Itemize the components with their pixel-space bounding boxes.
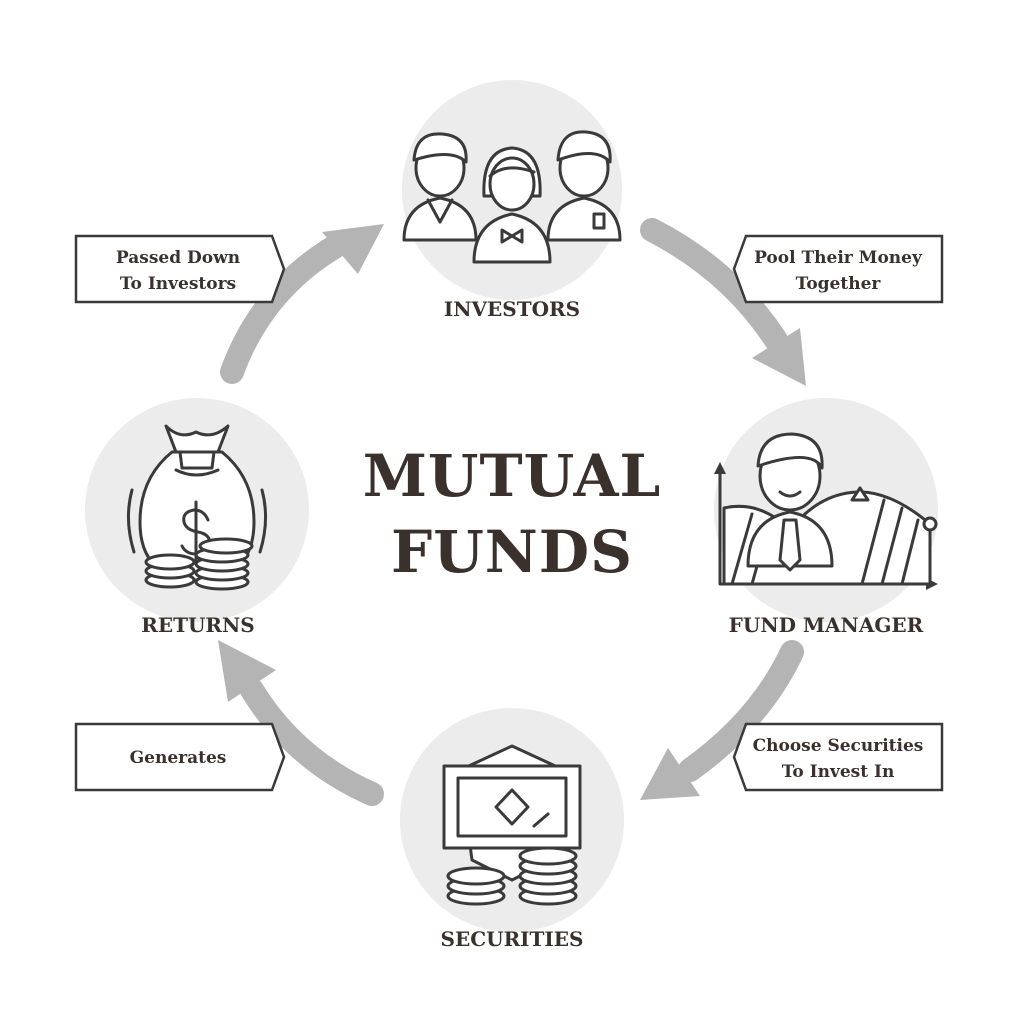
step-choose-line1: Choose Securities [753,736,924,756]
step-generates-line1: Generates [130,748,227,768]
coin-stack-bag-left [144,553,196,589]
step-choose-box: Choose Securities To Invest In [732,722,944,792]
returns-label: RETURNS [141,613,255,637]
fund-manager-icon [714,432,938,590]
arrow-manager-to-securities [640,640,804,800]
arrow-investors-to-manager [640,218,806,386]
step-generates-box: Generates [74,722,286,792]
investors-icon [402,130,622,264]
coin-stack-left [446,866,506,906]
fund-manager-label: FUND MANAGER [729,613,924,637]
securities-icon [442,744,582,906]
title-line2: FUNDS [391,518,633,586]
step-pool-line1: Pool Their Money [754,248,923,268]
step-choose-line2: To Invest In [782,762,895,782]
money-bag-icon [127,424,267,591]
coin-stack-bag-right [194,537,254,591]
step-passed-down-box: Passed Down To Investors [74,234,286,304]
title-line1: MUTUAL [363,442,662,510]
step-pool-line2: Together [796,274,882,294]
investors-label: INVESTORS [444,297,580,321]
securities-label: SECURITIES [441,927,584,951]
coin-stack-right [518,846,578,906]
step-passed-line2: To Investors [120,274,236,294]
arrow-securities-to-returns [218,640,384,806]
step-pool-box: Pool Their Money Together [732,234,944,304]
step-passed-line1: Passed Down [116,248,240,268]
